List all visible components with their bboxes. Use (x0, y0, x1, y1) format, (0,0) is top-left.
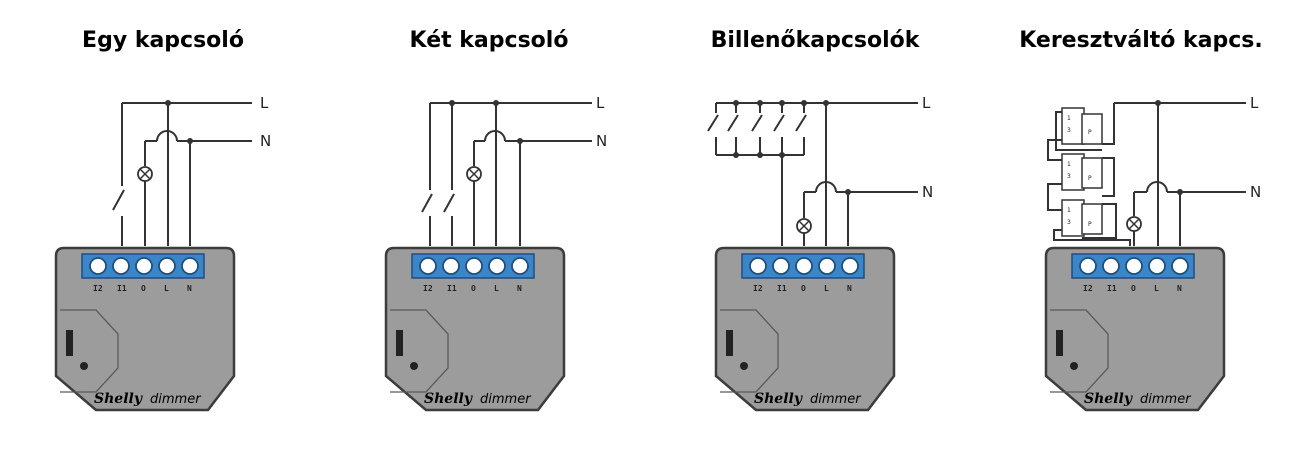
terminal-label: L (1154, 284, 1159, 293)
lamp-icon (1126, 216, 1142, 232)
line-label-n: N (596, 132, 607, 150)
wiring-diagram: L N I2 I1 O L N Shelly dimmer (54, 94, 271, 412)
terminal-label: O (1131, 284, 1136, 293)
brand-label: Shelly (754, 391, 803, 407)
wiring-diagram: L N I2 I1 O L N Shelly dimmer (384, 94, 607, 412)
model-label: dimmer (810, 392, 862, 407)
svg-text:P: P (1088, 221, 1092, 228)
line-label-n: N (1250, 183, 1261, 201)
brand-label: Shelly (424, 391, 473, 407)
shelly-dimmer-device: I2 I1 O L N Shelly dimmer (1044, 246, 1226, 412)
line-label-n: N (922, 183, 933, 201)
brand-label: Shelly (1084, 391, 1133, 407)
lamp-icon (137, 166, 153, 182)
lamp-icon (466, 166, 482, 182)
svg-text:P: P (1088, 175, 1092, 182)
svg-text:3: 3 (1067, 173, 1071, 180)
panel-single-switch: Egy kapcsoló L N I2 I1 O (0, 0, 326, 462)
lamp-icon (796, 218, 812, 234)
terminal-label: N (1177, 284, 1182, 293)
two-way-switch-bottom: 1 3 P (1061, 199, 1103, 237)
panel-two-switches: Két kapcsoló L N I2 (326, 0, 652, 462)
panel-title: Keresztváltó kapcs. (1019, 28, 1263, 53)
terminal-label: I1 (117, 284, 127, 293)
wiring-diagram: L N I2 I1 O L N Shelly dimmer (707, 94, 933, 412)
terminal-label: O (471, 284, 476, 293)
shelly-dimmer-device: I2 I1 O L N Shelly dimmer (384, 246, 566, 412)
terminal-label: I1 (1107, 284, 1117, 293)
panel-rocker-switches: Billenőkapcsolók (652, 0, 978, 462)
model-label: dimmer (150, 392, 202, 407)
svg-text:1: 1 (1067, 161, 1071, 168)
terminal-label: N (187, 284, 192, 293)
shelly-dimmer-device: I2 I1 O L N Shelly dimmer (714, 246, 896, 412)
two-way-switch-top: 1 3 P (1061, 107, 1103, 145)
terminal-label: O (801, 284, 806, 293)
cross-switch-middle: 1 3 P (1061, 153, 1103, 191)
line-label-l: L (922, 94, 931, 112)
svg-text:3: 3 (1067, 127, 1071, 134)
terminal-label: I2 (93, 284, 103, 293)
svg-text:1: 1 (1067, 115, 1071, 122)
terminal-label: L (164, 284, 169, 293)
line-label-n: N (260, 132, 271, 150)
line-label-l: L (260, 94, 269, 112)
terminal-label: L (494, 284, 499, 293)
terminal-label: N (847, 284, 852, 293)
brand-label: Shelly (94, 391, 143, 407)
shelly-dimmer-device: I2 I1 O L N Shelly dimmer (54, 246, 236, 412)
terminal-label: I1 (447, 284, 457, 293)
terminal-label: N (517, 284, 522, 293)
terminal-label: I1 (777, 284, 787, 293)
terminal-label: O (141, 284, 146, 293)
panel-title: Két kapcsoló (409, 28, 569, 53)
panel-cross-switch: Keresztváltó kapcs. 1 3 P 1 3 P 1 3 P (978, 0, 1304, 462)
panel-title: Billenőkapcsolók (710, 28, 920, 53)
terminal-label: I2 (423, 284, 433, 293)
svg-text:P: P (1088, 129, 1092, 136)
model-label: dimmer (1140, 392, 1192, 407)
line-label-l: L (596, 94, 605, 112)
model-label: dimmer (480, 392, 532, 407)
terminal-label: I2 (1083, 284, 1093, 293)
svg-text:3: 3 (1067, 219, 1071, 226)
terminal-label: I2 (753, 284, 763, 293)
svg-text:1: 1 (1067, 207, 1071, 214)
panel-title: Egy kapcsoló (82, 28, 244, 53)
terminal-label: L (824, 284, 829, 293)
line-label-l: L (1250, 94, 1259, 112)
wiring-diagram: 1 3 P 1 3 P 1 3 P (1044, 94, 1261, 412)
